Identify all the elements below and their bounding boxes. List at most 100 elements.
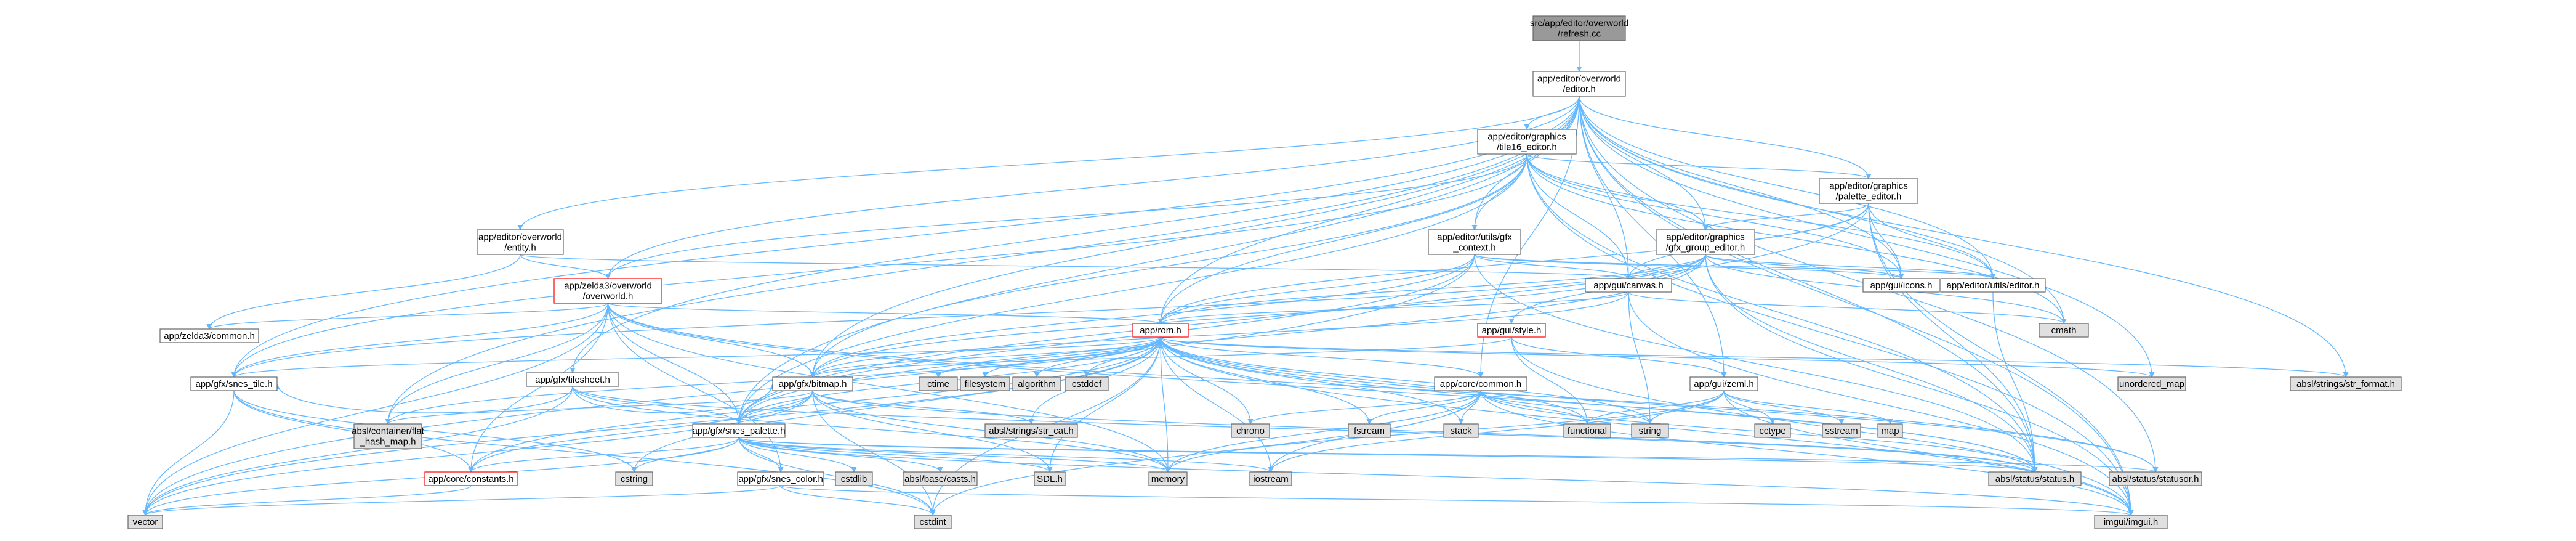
- node-iostream[interactable]: iostream: [1249, 471, 1292, 486]
- edge-palette_ed-to-gfx_group: [1702, 203, 1869, 230]
- edge-ow_editor-to-flat_hash_map: [385, 96, 1580, 425]
- node-utils-editor[interactable]: app/editor/utils/editor.h: [1940, 278, 2046, 293]
- edge-core_common-to-memory: [1165, 390, 1481, 473]
- node-ctime[interactable]: ctime: [919, 376, 958, 391]
- node-box: [919, 376, 958, 391]
- node-z3-common[interactable]: app/zelda3/common.h: [159, 328, 259, 343]
- node-label-line: vector: [133, 517, 158, 527]
- node-rom[interactable]: app/rom.h: [1132, 323, 1189, 338]
- edge-bitmap-to-status: [812, 390, 2038, 473]
- edge-snes_palette-to-statusor: [738, 437, 2158, 473]
- edge-zeml-to-imgui: [1723, 390, 2134, 516]
- node-memory[interactable]: memory: [1148, 471, 1188, 486]
- edge-ow_editor-to-unordered_map: [1579, 96, 2155, 378]
- node-ow-editor[interactable]: app/editor/overworld/editor.h: [1532, 71, 1626, 97]
- edge-snes_tile-to-constants: [233, 390, 474, 473]
- node-cmath[interactable]: cmath: [2039, 323, 2089, 338]
- edge-ow_editor-to-canvas: [1579, 96, 1632, 279]
- node-box: [2109, 471, 2202, 486]
- node-palette-ed[interactable]: app/editor/graphics/palette_editor.h: [1819, 178, 1918, 204]
- node-bitmap[interactable]: app/gfx/bitmap.h: [772, 376, 853, 391]
- node-casts[interactable]: absl/base/casts.h: [903, 471, 978, 486]
- node-imgui[interactable]: imgui/imgui.h: [2094, 515, 2168, 529]
- edge-core_common-to-chrono: [1247, 390, 1481, 425]
- node-icons[interactable]: app/gui/icons.h: [1862, 278, 1940, 293]
- node-cctype[interactable]: cctype: [1754, 423, 1791, 438]
- node-label-line: _context.h: [1452, 243, 1495, 253]
- node-box: [960, 376, 1010, 391]
- node-box: [1754, 423, 1791, 438]
- edge-tile16-to-bitmap: [810, 153, 1527, 378]
- node-gfx-group[interactable]: app/editor/graphics/gfx_group_editor.h: [1656, 229, 1755, 255]
- node-stack[interactable]: stack: [1443, 423, 1479, 438]
- node-core-common[interactable]: app/core/common.h: [1434, 376, 1527, 391]
- node-sstream[interactable]: sstream: [1822, 423, 1861, 438]
- edge-ow_editor-to-zeml: [1579, 96, 1727, 378]
- node-root[interactable]: src/app/editor/overworld/refresh.cc: [1530, 15, 1628, 41]
- node-snes-tile[interactable]: app/gfx/snes_tile.h: [190, 376, 278, 391]
- node-snes-palette[interactable]: app/gfx/snes_palette.h: [692, 423, 786, 438]
- edge-tile16-to-palette_ed: [1526, 153, 1872, 179]
- node-label-line: sstream: [1825, 426, 1858, 436]
- edge-z3_overworld-to-statusor: [607, 303, 2159, 473]
- node-constants[interactable]: app/core/constants.h: [424, 471, 518, 486]
- node-entity[interactable]: app/editor/overworld/entity.h: [477, 229, 564, 255]
- edge-core_common-to-string: [1480, 390, 1653, 425]
- edge-rom-to-fstream: [1160, 336, 1372, 425]
- node-flat-hash-map[interactable]: absl/container/flat_hash_map.h: [352, 423, 425, 449]
- node-functional[interactable]: functional: [1563, 423, 1611, 438]
- edge-style-to-imgui: [1511, 336, 2134, 516]
- edge-ow_editor-to-imgui: [1579, 96, 2134, 516]
- node-style[interactable]: app/gui/style.h: [1477, 323, 1546, 338]
- edge-snes_tile-to-cstring: [233, 390, 637, 473]
- edge-bitmap-to-vector: [142, 390, 813, 516]
- edge-rom-to-vector: [142, 336, 1161, 516]
- edge-bitmap-to-snes_palette: [736, 390, 813, 425]
- node-label-line: app/gfx/snes_palette.h: [693, 426, 786, 436]
- node-sdl[interactable]: SDL.h: [1034, 471, 1066, 486]
- node-box: [1132, 323, 1189, 338]
- node-statusor[interactable]: absl/status/statusor.h: [2109, 471, 2202, 486]
- node-snes-color[interactable]: app/gfx/snes_color.h: [737, 471, 824, 486]
- node-fstream[interactable]: fstream: [1348, 423, 1391, 438]
- node-vector[interactable]: vector: [127, 515, 163, 529]
- node-z3-overworld[interactable]: app/zelda3/overworld/overworld.h: [553, 278, 662, 304]
- node-box: [914, 515, 952, 529]
- node-cstdint[interactable]: cstdint: [914, 515, 952, 529]
- edge-rom-to-bitmap: [810, 336, 1161, 378]
- node-status[interactable]: absl/status/status.h: [1988, 471, 2082, 486]
- edge-bitmap-to-str_cat: [812, 390, 1034, 425]
- node-label-line: src/app/editor/overworld: [1530, 18, 1628, 29]
- node-box: [1532, 71, 1626, 97]
- node-zeml[interactable]: app/gui/zeml.h: [1689, 376, 1758, 391]
- edge-gfx_group-to-imgui: [1705, 254, 2134, 516]
- edge-snes_color-to-cstdint: [780, 485, 936, 516]
- edge-z3_overworld-to-snes_palette: [607, 303, 742, 425]
- node-cstddef[interactable]: cstddef: [1065, 376, 1109, 391]
- node-cstring[interactable]: cstring: [615, 471, 653, 486]
- node-box: [903, 471, 978, 486]
- node-filesystem[interactable]: filesystem: [960, 376, 1010, 391]
- edge-snes_tile-to-cstdint: [233, 390, 936, 516]
- node-tilesheet[interactable]: app/gfx/tilesheet.h: [526, 372, 619, 387]
- edge-style-to-bitmap: [810, 336, 1512, 378]
- node-map[interactable]: map: [1877, 423, 1903, 438]
- node-unordered-map[interactable]: unordered_map: [2117, 376, 2186, 391]
- node-tile16[interactable]: app/editor/graphics/tile16_editor.h: [1477, 129, 1577, 155]
- edge-snes_palette-to-memory: [738, 437, 1171, 473]
- node-cstdlib[interactable]: cstdlib: [835, 471, 873, 486]
- node-canvas[interactable]: app/gui/canvas.h: [1585, 278, 1672, 293]
- node-gfx-context[interactable]: app/editor/utils/gfx_context.h: [1428, 229, 1521, 255]
- node-str-cat[interactable]: absl/strings/str_cat.h: [984, 423, 1078, 438]
- node-str-format[interactable]: absl/strings/str_format.h: [2290, 376, 2402, 391]
- node-string[interactable]: string: [1631, 423, 1669, 438]
- node-chrono[interactable]: chrono: [1231, 423, 1270, 438]
- node-label-line: app/zelda3/common.h: [164, 331, 255, 341]
- edge-snes_palette-to-constants: [468, 437, 739, 473]
- edge-core_common-to-stack: [1458, 390, 1481, 425]
- nodes-layer: src/app/editor/overworld/refresh.cc app/e…: [127, 15, 2402, 529]
- node-label-line: cctype: [1759, 426, 1785, 436]
- node-box: [1656, 229, 1755, 255]
- node-algorithm[interactable]: algorithm: [1012, 376, 1061, 391]
- edge-core_common-to-functional: [1480, 390, 1590, 425]
